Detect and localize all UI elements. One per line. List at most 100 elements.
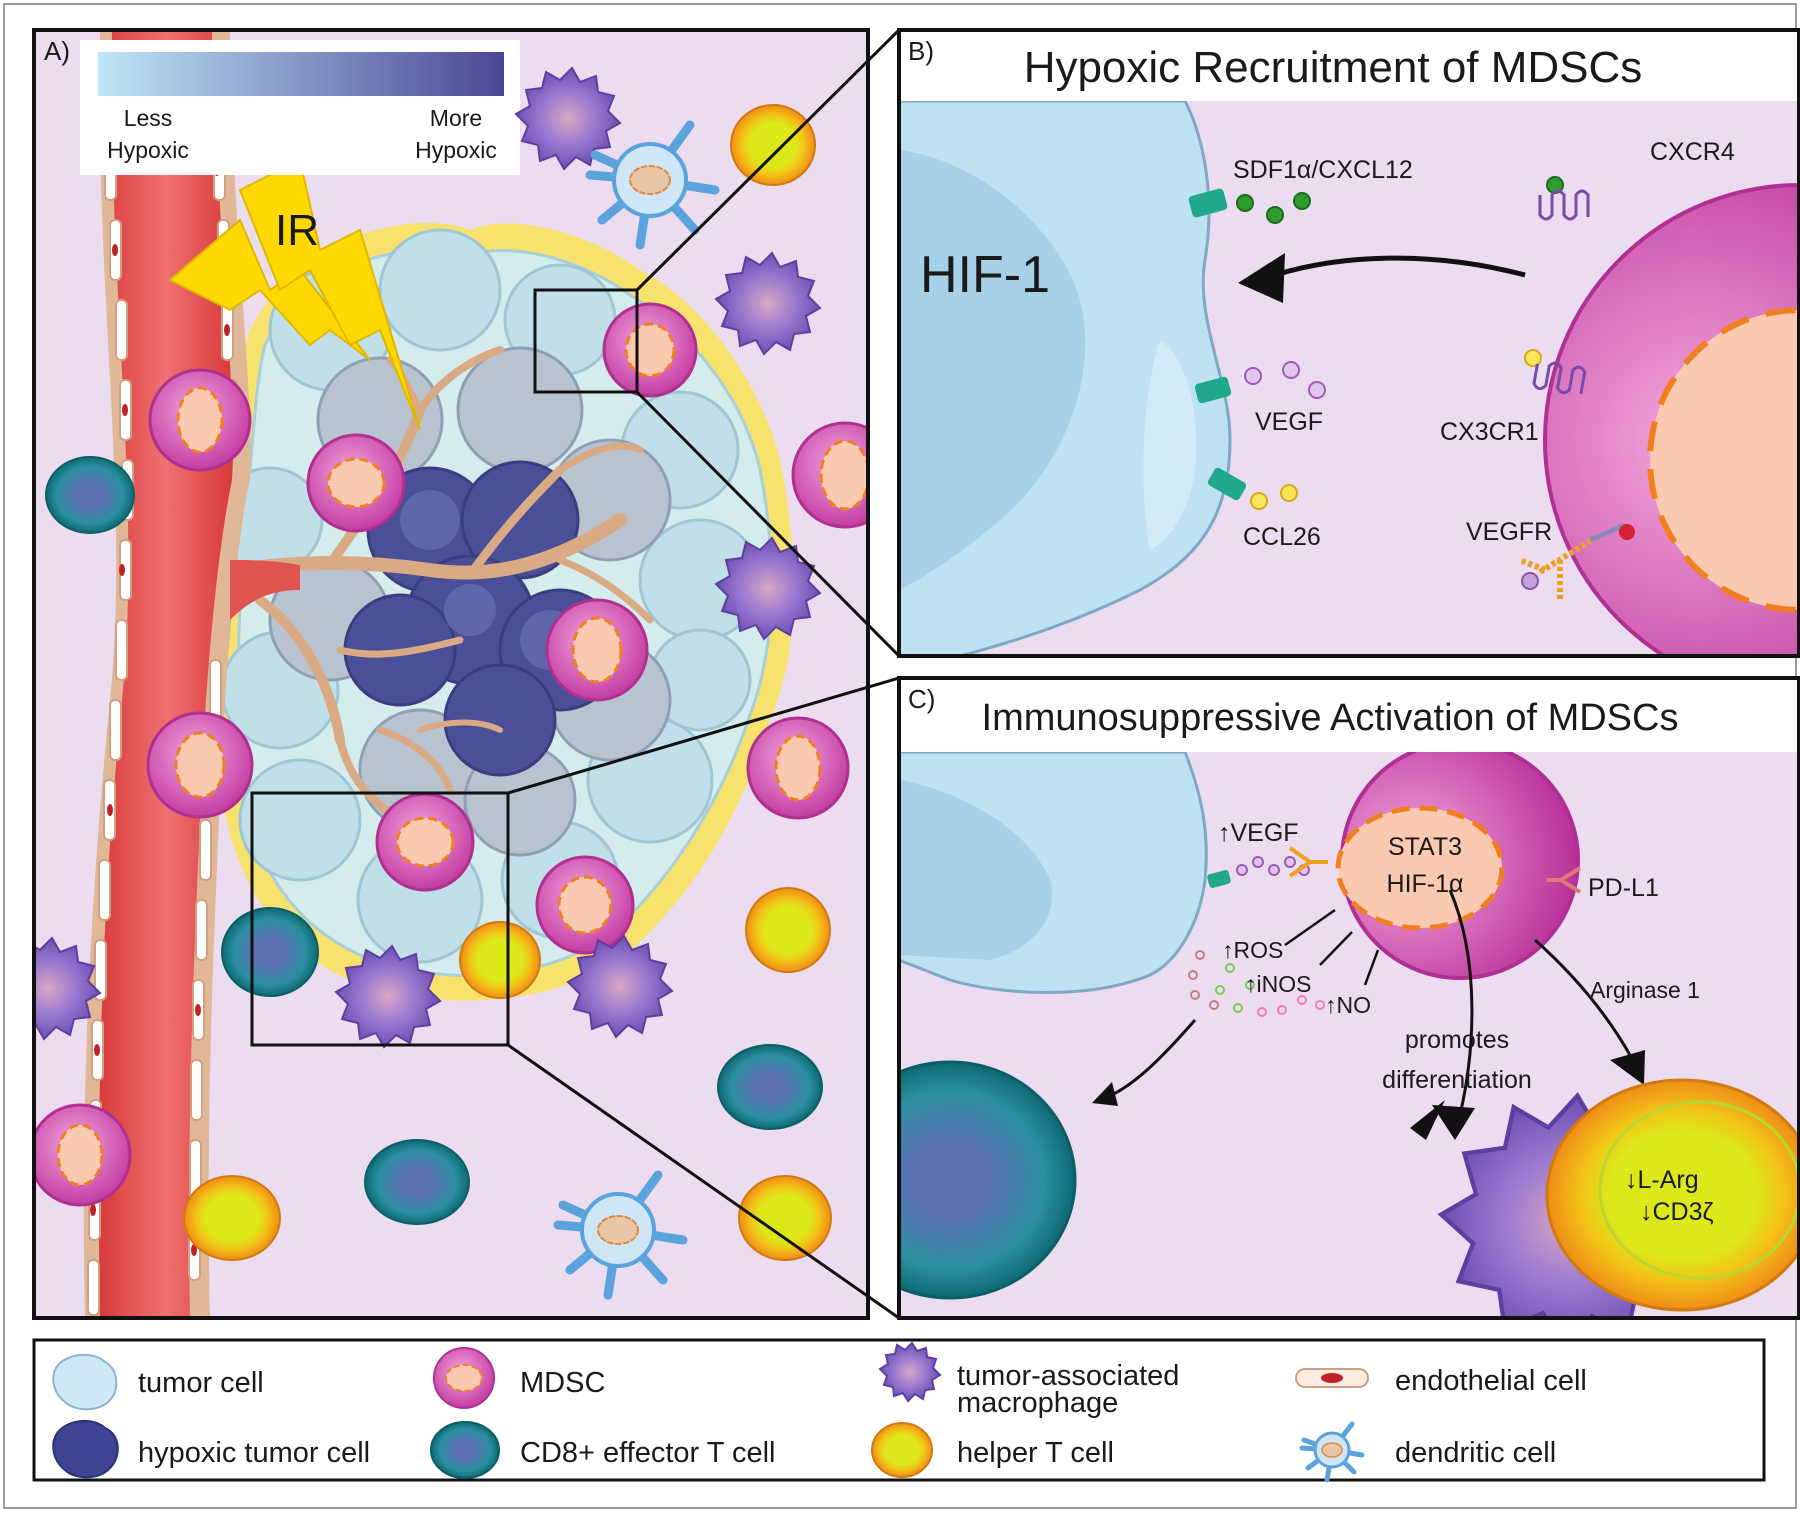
panel-b: HIF-1 SDF1α/CXCL12 VEGF CCL26 CXCR4 CX3C…	[897, 28, 1800, 658]
dendritic-cells	[553, 120, 720, 1300]
legend-label-tumor-cell: tumor cell	[138, 1367, 264, 1399]
mdsc	[148, 368, 252, 472]
hypoxia-scale: Less Hypoxic More Hypoxic	[80, 40, 520, 175]
panel-a-frame	[32, 28, 870, 1320]
mdsc	[306, 433, 406, 533]
helper-t-cell	[738, 1175, 832, 1261]
mdsc	[746, 716, 850, 820]
cd8-t-cells	[45, 456, 823, 1225]
mdsc	[375, 792, 475, 892]
vegf-label: VEGF	[1255, 408, 1323, 436]
legend-item-tumor-cell: tumor cell	[52, 1353, 264, 1411]
macrophage	[334, 944, 442, 1049]
macrophage	[34, 936, 102, 1041]
legend-label-macrophage-2: macrophage	[957, 1387, 1118, 1419]
cxcr4-label: CXCR4	[1650, 138, 1735, 166]
differentiation-arrow-head	[1432, 1105, 1475, 1140]
arginase-label: Arginase 1	[1590, 977, 1700, 1003]
legend-label-macrophage-1: tumor-associated	[957, 1360, 1179, 1392]
mdsc	[545, 598, 649, 702]
tumor-cell-c-nucleus	[899, 780, 1052, 960]
helper-t-cell	[745, 887, 831, 973]
macrophage-icon	[878, 1341, 942, 1403]
no-text: NO	[1337, 992, 1372, 1018]
mdsc	[34, 1103, 132, 1207]
up-arrow-ros: ↑	[1222, 937, 1234, 963]
recruitment-arrow-head	[1238, 253, 1285, 303]
larg-text: L-Arg	[1638, 1166, 1699, 1194]
scale-low-line1: Less	[124, 105, 173, 131]
panel-c-letter: C)	[908, 684, 935, 714]
receptors-b	[1188, 188, 1247, 501]
helper-t-cell-icon	[871, 1422, 933, 1478]
panel-b-title: Hypoxic Recruitment of MDSCs	[1024, 43, 1643, 92]
promotes-line2: differentiation	[1382, 1066, 1532, 1094]
zoom-connectors	[507, 28, 901, 1320]
scale-gradient-bar	[98, 52, 504, 96]
helper-t-cell-c	[1545, 1078, 1799, 1312]
up-arrow-vegf: ↑	[1218, 819, 1231, 847]
mdsc	[146, 711, 254, 819]
larg-label: ↓L-Arg	[1625, 1166, 1699, 1194]
panel-c-title: Immunosuppressive Activation of MDSCs	[982, 697, 1679, 739]
macrophage	[566, 934, 674, 1039]
pdl1-label: PD-L1	[1588, 874, 1659, 902]
panel-b-frame	[897, 28, 1800, 658]
panel-a: IR Less Hypoxic More Hypoxic	[32, 28, 870, 1320]
endothelial-cell-icon-nucleus	[1321, 1373, 1343, 1383]
cx3cr1-label: CX3CR1	[1440, 418, 1539, 446]
cd8-t-cell	[45, 456, 135, 534]
legend-label-hypoxic-tumor-cell: hypoxic tumor cell	[138, 1437, 370, 1469]
helper-t-cell	[459, 921, 541, 999]
mdsc	[791, 421, 868, 529]
cd3-label: ↓CD3ζ	[1640, 1198, 1714, 1226]
legend-item-dendritic-cell: dendritic cell	[1299, 1421, 1556, 1483]
up-vegf-label: ↑VEGF	[1218, 819, 1299, 847]
legend-label-endothelial-cell: endothelial cell	[1395, 1365, 1587, 1397]
sdf1-label: SDF1α/CXCL12	[1233, 156, 1413, 184]
vegf-receptor-c	[1207, 870, 1231, 888]
dendritic-cell-icon-nucleus	[1321, 1442, 1343, 1458]
arginase-arrow	[1534, 938, 1632, 1056]
macrophage	[714, 251, 822, 356]
helper-t-cells	[183, 104, 832, 1261]
legend-label-helper-t-cell: helper T cell	[957, 1437, 1114, 1469]
mac-arrow-head	[1410, 1100, 1445, 1140]
macrophage	[514, 66, 622, 171]
ros-lines	[1284, 908, 1380, 986]
tumor-cell-b-nucleus	[899, 150, 1086, 590]
legend-label-dendritic-cell: dendritic cell	[1395, 1437, 1556, 1469]
zoom-box-c	[250, 791, 510, 1047]
differentiation-arrow	[1448, 889, 1474, 1116]
vegfr-b	[1518, 522, 1635, 600]
helper-t-cell	[730, 104, 816, 186]
legend-label-cd8: CD8+ effector T cell	[520, 1437, 776, 1469]
zoom-box-b	[533, 288, 639, 394]
mdsc-c	[1335, 752, 1580, 980]
mdsc	[535, 855, 635, 955]
scale-high-line2: Hypoxic	[415, 137, 497, 163]
inos-text: iNOS	[1257, 971, 1312, 997]
promotes-line1: promotes	[1405, 1026, 1509, 1054]
vegfr-c	[1288, 846, 1328, 878]
up-arrow-inos: ↑	[1245, 971, 1257, 997]
hypoxic-tumor-cell-icon	[52, 1420, 119, 1479]
hif1-label: HIF-1	[920, 246, 1050, 304]
ros-text: ROS	[1234, 937, 1284, 963]
blood-vessel	[83, 30, 300, 1318]
legend-item-endothelial-cell: endothelial cell	[1295, 1365, 1587, 1397]
legend: tumor cell hypoxic tumor cell MDSC CD8+ …	[32, 1338, 1766, 1483]
ir-label: IR	[275, 206, 319, 255]
helper-t-cell	[183, 1175, 281, 1261]
recruitment-arrow	[1274, 255, 1526, 278]
legend-item-hypoxic-tumor-cell: hypoxic tumor cell	[52, 1420, 370, 1479]
panel-b-letter: B)	[908, 36, 934, 66]
macrophages	[34, 66, 822, 1049]
scale-low-line2: Hypoxic	[107, 137, 189, 163]
down-arrow-cd3: ↓	[1640, 1198, 1653, 1226]
panel-c-frame	[897, 676, 1800, 1320]
mdsc-icon-nucleus	[445, 1364, 483, 1392]
ccl26-label: CCL26	[1243, 523, 1321, 551]
